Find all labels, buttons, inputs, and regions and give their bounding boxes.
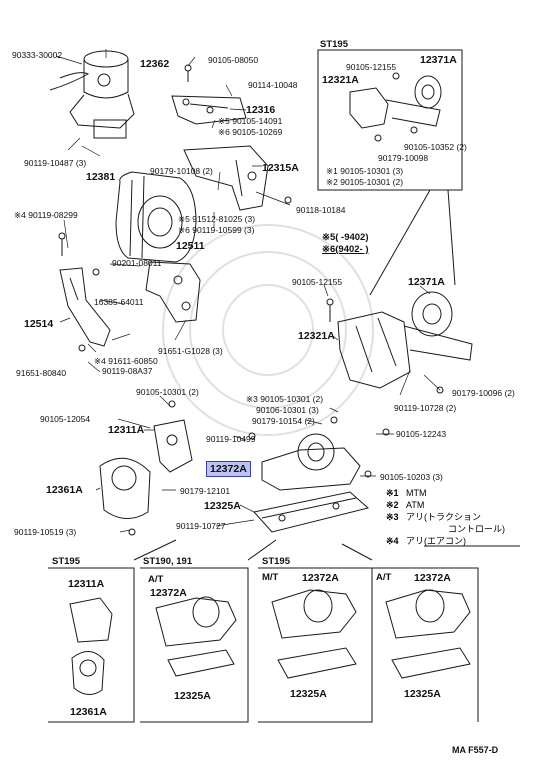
- bottom-label-12372A-1[interactable]: 12372A: [150, 587, 187, 599]
- bottom-label-12372A-2[interactable]: 12372A: [302, 572, 339, 584]
- label-91651-80840[interactable]: 91651-80840: [16, 368, 67, 378]
- label-90119-10519[interactable]: 90119-10519 (3): [14, 527, 77, 537]
- label-90105-12054[interactable]: 90105-12054: [40, 414, 91, 424]
- inset-at-parts: [385, 589, 471, 679]
- group-st195-top: ST195: [320, 39, 348, 50]
- label-12361A[interactable]: 12361A: [46, 484, 83, 496]
- label-12321A[interactable]: 12321A: [298, 330, 335, 342]
- group-at-1: A/T: [148, 574, 164, 585]
- leader-lines: [55, 49, 441, 533]
- bottom-label-12325A-3[interactable]: 12325A: [404, 688, 441, 700]
- group-at-2: A/T: [376, 572, 392, 583]
- label-90105-12155[interactable]: 90105-12155: [292, 277, 343, 287]
- label-90179-12101[interactable]: 90179-12101: [180, 486, 231, 496]
- mount-12311A: [99, 419, 193, 519]
- group-mt-1: M/T: [262, 572, 279, 583]
- label-90119-10727[interactable]: 90119-10727: [176, 521, 226, 531]
- inset-label-90179-10098[interactable]: 90179-10098: [378, 153, 429, 163]
- bottom-label-12372A-3[interactable]: 12372A: [414, 572, 451, 584]
- label-91611-60850[interactable]: ※4 91611-60850: [94, 356, 158, 366]
- label-12325A[interactable]: 12325A: [204, 500, 241, 512]
- bracket-12511: [145, 261, 201, 323]
- bottom-callouts: [133, 539, 373, 561]
- mount-12372A: [261, 433, 361, 491]
- label-90179-10108[interactable]: 90179-10108 (2): [150, 166, 213, 176]
- compressor-body: [115, 171, 197, 263]
- label-90119-10487[interactable]: 90119-10487 (3): [24, 158, 87, 168]
- label-90105-10203[interactable]: 90105-10203 (3): [380, 472, 443, 482]
- label-90119-08299[interactable]: ※4 90119-08299: [14, 210, 78, 220]
- inset-label-12371A[interactable]: 12371A: [420, 54, 457, 66]
- label-90179-10096[interactable]: 90179-10096 (2): [452, 388, 515, 398]
- label-12311A[interactable]: 12311A: [108, 424, 145, 436]
- label-90114-10048[interactable]: 90114-10048: [248, 80, 298, 90]
- fasteners: [58, 64, 444, 536]
- label-90179-10154[interactable]: 90179-10154 (2): [252, 416, 315, 426]
- bracket-12514: [59, 267, 111, 347]
- inset-12311A-12361A: [69, 597, 113, 695]
- label-91512-81025[interactable]: ※5 91512-81025 (3): [178, 214, 256, 224]
- label-12381[interactable]: 12381: [86, 171, 116, 183]
- label-90105-10301[interactable]: 90105-10301 (2): [136, 387, 199, 397]
- label-90201-08011[interactable]: 90201-08011: [112, 258, 162, 268]
- engine-mount-12362: [49, 50, 135, 139]
- bracket-12325A: [253, 491, 370, 533]
- label-90105-10301-b[interactable]: ※3 90105-10301 (2): [246, 394, 324, 404]
- label-12511[interactable]: 12511: [176, 240, 205, 252]
- label-12371A[interactable]: 12371A: [408, 276, 445, 288]
- st195-top-callout: [369, 189, 456, 296]
- bracket-12316: [171, 95, 247, 125]
- label-90118-10184[interactable]: 90118-10184: [296, 205, 346, 215]
- group-st195-bottom-right: ST195: [262, 556, 290, 567]
- bottom-inset-frame: [48, 567, 479, 723]
- inset-label-note2[interactable]: ※2 90105-10301 (2): [326, 177, 404, 187]
- group-st190-191: ST190, 191: [143, 556, 193, 567]
- label-12514[interactable]: 12514: [24, 318, 54, 330]
- bottom-label-12325A-1[interactable]: 12325A: [174, 690, 211, 702]
- bottom-label-12361A[interactable]: 12361A: [70, 706, 107, 718]
- label-90119-10499[interactable]: 90119-10499: [206, 434, 256, 444]
- st195-top-box: [317, 49, 463, 191]
- label-90105-10269[interactable]: ※6 90105-10269: [218, 127, 283, 137]
- mount-12371A: [337, 291, 473, 389]
- label-12315A[interactable]: 12315A: [262, 162, 299, 174]
- label-12362[interactable]: 12362: [140, 58, 170, 70]
- label-16385-64011[interactable]: 16385-64011: [94, 297, 144, 307]
- watermark-seal: [162, 224, 374, 436]
- group-st195-bottom-left: ST195: [52, 556, 80, 567]
- label-90119-10728[interactable]: 90119-10728 (2): [394, 403, 457, 413]
- note-5: ※5( -9402): [322, 232, 369, 243]
- label-91651-G1028[interactable]: 91651-G1028 (3): [158, 346, 223, 356]
- note-6: ※6(9402- ): [322, 244, 369, 255]
- label-90105-08050[interactable]: 90105-08050: [208, 55, 259, 65]
- label-90119-10599[interactable]: ※6 90119-10599 (3): [178, 225, 255, 235]
- label-90105-12243[interactable]: 90105-12243: [396, 429, 447, 439]
- inset-label-12321A[interactable]: 12321A: [322, 74, 359, 86]
- diagram-code: MA F557-D: [452, 745, 499, 755]
- highlight-12372A[interactable]: 12372A: [206, 461, 251, 477]
- bottom-label-12325A-2[interactable]: 12325A: [290, 688, 327, 700]
- label-90119-08A37[interactable]: 90119-08A37: [102, 366, 153, 376]
- inset-label-90105-12155[interactable]: 90105-12155: [346, 62, 397, 72]
- inset-mt-parts: [271, 589, 357, 679]
- label-12316[interactable]: 12316: [246, 104, 276, 116]
- label-90105-14091[interactable]: ※5 90105-14091: [218, 116, 283, 126]
- label-90106-10301[interactable]: 90106-10301 (3): [256, 405, 319, 415]
- st195-inset-parts: [349, 72, 442, 142]
- legend-item-3-cont: コントロール): [448, 524, 505, 534]
- label-90333-30002[interactable]: 90333-30002: [12, 50, 63, 60]
- inset-st190-parts: [155, 596, 237, 677]
- inset-label-note1[interactable]: ※1 90105-10301 (3): [326, 166, 404, 176]
- bracket-12315A: [183, 145, 269, 211]
- bottom-label-12311A[interactable]: 12311A: [68, 578, 105, 590]
- inset-label-90105-10352[interactable]: 90105-10352 (2): [404, 142, 467, 152]
